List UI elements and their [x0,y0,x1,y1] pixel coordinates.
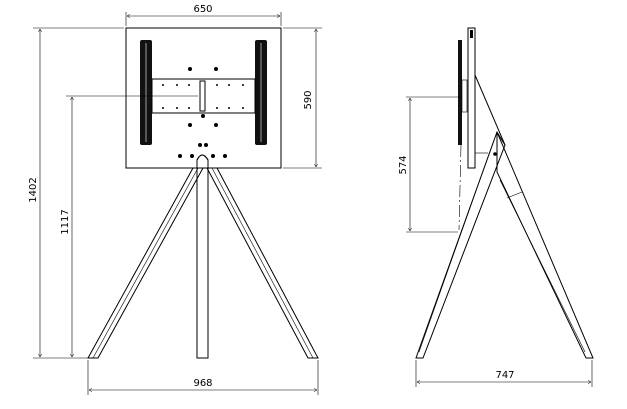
side-view: 574 747 [398,27,594,387]
vesa-plate [151,67,256,158]
dim-total-height: 1402 [28,177,39,202]
front-view: 650 590 1402 1117 968 [28,4,322,395]
dim-mount-height: 1117 [60,209,71,234]
mount-panel [125,27,282,169]
side-dimensions: 574 747 [398,96,593,387]
dim-mount-range: 574 [398,155,409,174]
front-leg [415,130,506,359]
front-legs [87,154,319,359]
dim-panel-width: 650 [193,4,212,15]
dim-base-depth: 747 [495,370,514,381]
dim-panel-height: 590 [303,90,314,109]
dim-base-width: 968 [193,378,212,389]
front-dimensions: 650 590 1402 1117 968 [28,4,322,395]
side-panel [467,27,476,169]
back-leg [496,131,594,359]
upper-strut [474,74,506,146]
center-post [196,154,209,359]
side-mount-rail [458,40,462,145]
